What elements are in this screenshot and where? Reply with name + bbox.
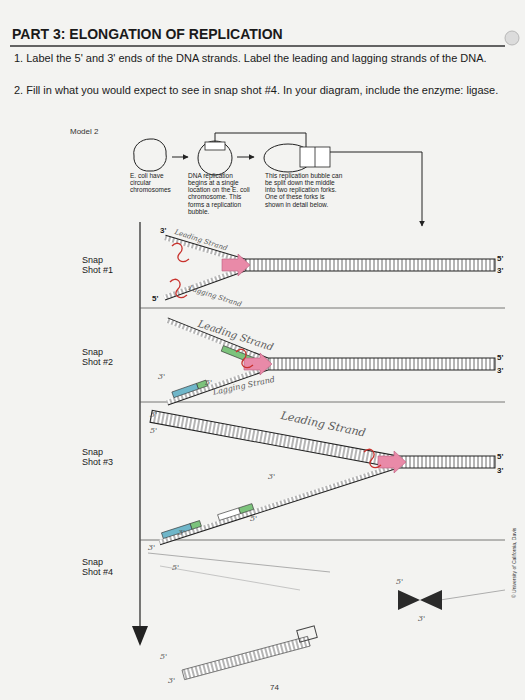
- helicase-arrow: [244, 353, 272, 375]
- helicase-arrow: [378, 451, 406, 473]
- strand-bases: [150, 410, 398, 467]
- strand-end-label: 5': [396, 577, 403, 586]
- punch-hole: [505, 31, 519, 45]
- caption-text: DNA replication begins at a single locat…: [188, 172, 252, 215]
- template-strand: [157, 458, 398, 545]
- enzyme-sketch: [236, 349, 253, 367]
- strand-end-label: 3': [150, 410, 157, 419]
- strand-end-label: 3': [148, 543, 155, 552]
- step-arrow: [237, 157, 254, 158]
- strand-backbone: [160, 468, 398, 545]
- zoom-leader: [215, 133, 306, 147]
- snapshot-divider: [140, 540, 505, 541]
- strand-end-label: 3': [497, 366, 503, 375]
- strand-end-label: 3': [160, 226, 166, 235]
- helicase-arrow: [222, 254, 250, 276]
- step-arrow: [172, 157, 188, 158]
- strand-end-label: 5': [150, 426, 157, 435]
- zoom-leader: [330, 152, 422, 226]
- okazaki-fragment: [218, 508, 241, 520]
- page-title: PART 3: ELONGATION OF REPLICATION: [12, 26, 283, 42]
- replication-bubble: [205, 142, 225, 150]
- snapshot-divider: [140, 308, 505, 309]
- snapshot-label: Snap Shot #1: [82, 256, 120, 276]
- parent-duplex: [245, 259, 495, 271]
- enzyme-sketch: [170, 279, 187, 297]
- strand-end-label: 3': [418, 614, 425, 623]
- strand-end-label: 3': [497, 266, 503, 275]
- enzyme-sketch: [172, 243, 189, 261]
- time-arrow-head: [132, 626, 148, 646]
- strand-end-label: 5': [497, 254, 503, 263]
- strand-end-label: 3': [158, 372, 165, 381]
- strand-end-label: 5': [172, 563, 179, 572]
- sketched-fragment: [297, 626, 317, 642]
- split-line: [315, 147, 316, 167]
- okazaki-fragment: [161, 524, 191, 539]
- caption-text: This replication bubble can be split dow…: [265, 172, 345, 208]
- instruction-text: 2. Fill in what you would expect to see …: [14, 84, 518, 97]
- strand-end-label: 5': [152, 294, 158, 303]
- snapshot-label: Snap Shot #3: [82, 448, 120, 468]
- title-rule: [10, 45, 505, 47]
- instruction-text: 1. Label the 5' and 3' ends of the DNA s…: [14, 52, 518, 65]
- strand-end-label: 5': [160, 652, 167, 661]
- snapshot-label: Snap Shot #2: [82, 348, 120, 368]
- circular-chromosome: [134, 139, 167, 171]
- pencil-strand: [148, 553, 330, 572]
- page-number: 74: [270, 683, 279, 692]
- rna-primer: [239, 504, 254, 514]
- time-axis: [139, 222, 140, 628]
- snapshot-label: Snap Shot #4: [82, 558, 120, 578]
- enzyme-sketch: [364, 449, 381, 467]
- model-label: Model 2: [70, 127, 98, 136]
- okazaki-fragment: [172, 383, 199, 397]
- strand-name: Leading Strand: [279, 410, 366, 440]
- strand-name: Lagging Strand: [188, 284, 243, 309]
- strand-end-label: 3': [178, 528, 185, 537]
- strand-bases: [182, 636, 310, 679]
- copyright-note: © University of California, Davis: [512, 528, 518, 598]
- sketched-duplex: [182, 636, 310, 679]
- strand-end-label: 5': [250, 514, 257, 523]
- strand-end-label: 3': [268, 472, 275, 481]
- split-bubble: [300, 147, 330, 167]
- snapshot-divider: [140, 402, 505, 403]
- chromosome-with-bubble: [198, 141, 232, 175]
- parent-duplex: [398, 456, 495, 468]
- pencil-strand: [440, 590, 505, 600]
- caption-text: E. coli have circular chromosomes: [130, 172, 174, 193]
- parent-duplex: [268, 358, 495, 370]
- strand-end-label: 5': [205, 378, 212, 387]
- strand-end-label: 3': [168, 676, 175, 685]
- strand-bases: [159, 463, 398, 545]
- ligase-sketch: [398, 590, 442, 610]
- strand-end-label: 5': [497, 353, 503, 362]
- pencil-strand: [160, 566, 300, 590]
- leading-duplex: [150, 410, 398, 467]
- strand-end-label: 3': [497, 466, 503, 475]
- strand-end-label: 5': [497, 452, 503, 461]
